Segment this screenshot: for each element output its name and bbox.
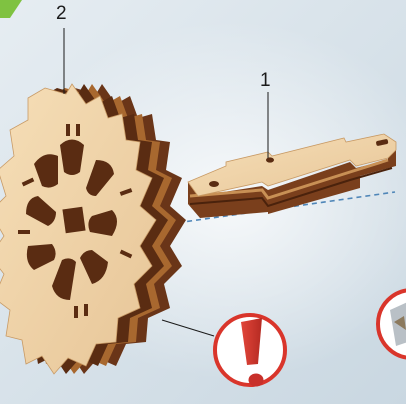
callout-number-1: 1 [260,71,271,90]
slot-5 [74,306,78,318]
center-square-hole [62,207,85,234]
slot-2 [76,124,80,136]
bar-hole-left [209,181,219,187]
slot-7 [18,230,30,234]
slot-1 [66,124,70,136]
exclamation-warning-icon [215,315,285,387]
callout-number-2: 2 [56,4,67,23]
slot-6 [84,304,88,316]
bar-hole-mid [266,157,274,162]
exclamation-dot [249,374,264,387]
